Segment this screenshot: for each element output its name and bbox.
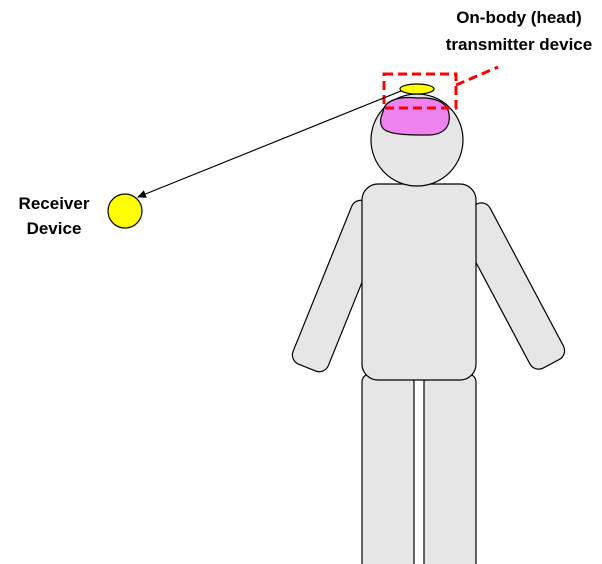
receiver-label-line1: Receiver [19,194,90,213]
human-figure [289,94,568,564]
transmitter-label-line2: transmitter device [446,35,592,54]
receiver-label-line2: Device [27,219,82,238]
left-leg [362,374,414,564]
receiver-device-icon [108,194,142,228]
brain-region [381,98,450,135]
link-arrow-icon [138,91,401,197]
right-leg [424,374,476,564]
torso [362,184,476,380]
transmitter-device-icon [400,84,434,94]
transmitter-label-line1: On-body (head) [456,8,582,27]
highlight-leader-line [456,67,498,85]
